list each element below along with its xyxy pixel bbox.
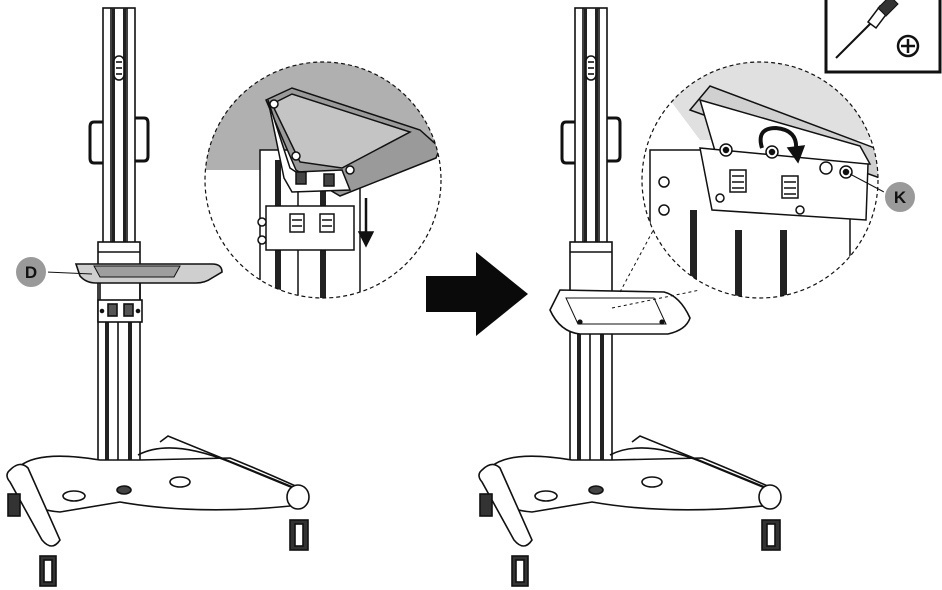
left-handle-left bbox=[88, 120, 103, 165]
label-d: D bbox=[14, 255, 93, 289]
detail-circle-left bbox=[204, 61, 442, 299]
step-arrow-icon bbox=[426, 252, 528, 336]
phillips-screwdriver-icon bbox=[835, 0, 899, 59]
left-casters bbox=[7, 493, 309, 587]
right-handle-left bbox=[560, 120, 575, 165]
left-handle-right bbox=[135, 116, 150, 163]
right-shelf bbox=[549, 289, 691, 335]
tool-box bbox=[824, 0, 942, 74]
label-d-text: D bbox=[25, 263, 37, 282]
label-k-text: K bbox=[894, 188, 907, 207]
left-shelf bbox=[74, 263, 223, 323]
left-stand bbox=[6, 7, 310, 587]
right-base bbox=[478, 435, 782, 547]
right-casters bbox=[479, 493, 781, 587]
push-down-arrow-icon bbox=[357, 198, 375, 248]
right-column-lower bbox=[569, 241, 613, 479]
right-column-upper bbox=[574, 7, 608, 245]
label-k: K bbox=[849, 173, 917, 214]
left-column-upper bbox=[102, 7, 136, 245]
rotate-clockwise-icon bbox=[758, 125, 806, 164]
left-base bbox=[6, 435, 310, 547]
right-stand bbox=[478, 7, 782, 587]
right-handle-right bbox=[607, 116, 622, 163]
phillips-head-icon bbox=[896, 34, 920, 58]
detail-circle-right bbox=[641, 61, 879, 299]
